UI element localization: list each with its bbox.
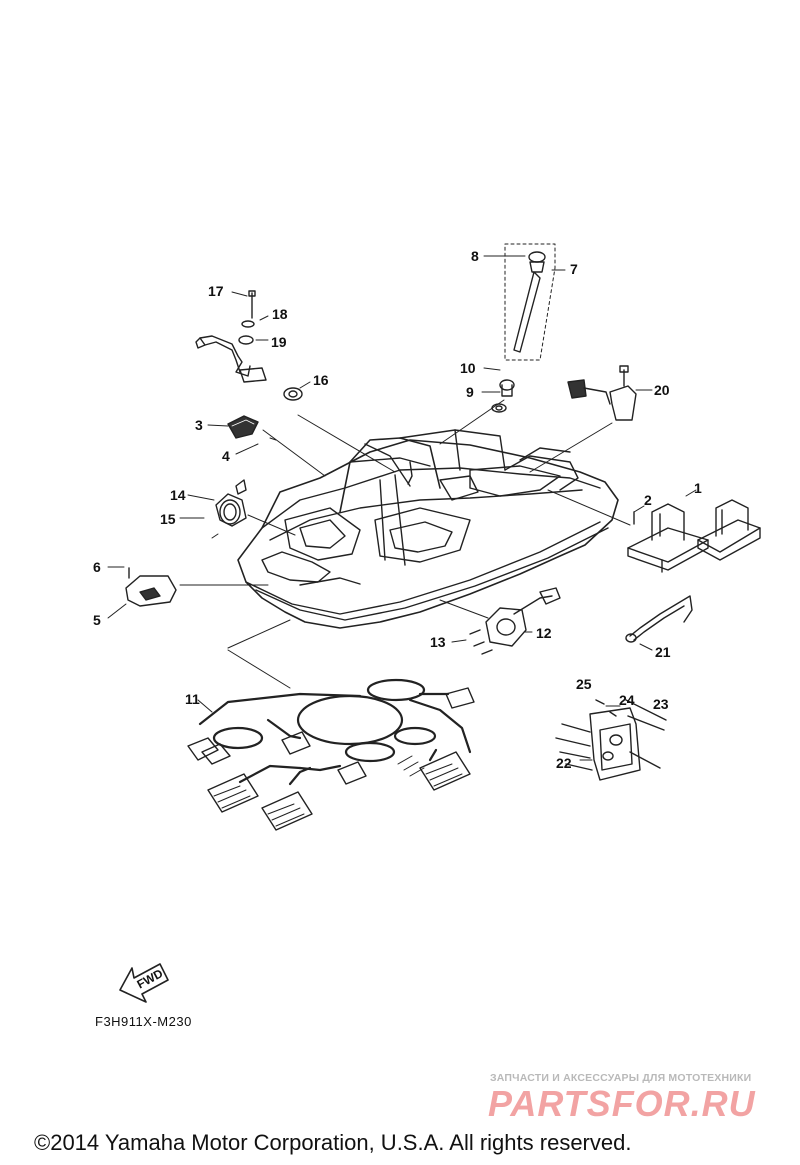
sensor-switch-part <box>567 365 653 421</box>
callout-10: 10 <box>460 360 476 376</box>
cable-part <box>625 595 693 651</box>
wiring-harness-part <box>187 678 475 831</box>
bow-light-part <box>107 566 177 619</box>
callout-23: 23 <box>653 696 669 712</box>
watermark-logo: PARTSFOR.RU <box>488 1083 756 1124</box>
callout-11: 11 <box>185 691 200 707</box>
callout-24: 24 <box>619 692 635 708</box>
callout-19: 19 <box>271 334 287 350</box>
plate-assembly-part <box>451 587 561 655</box>
callout-21: 21 <box>655 644 671 660</box>
callout-7: 7 <box>570 261 578 277</box>
callout-5: 5 <box>93 612 101 628</box>
horn-part <box>179 479 247 539</box>
vent-cover-part <box>207 415 277 455</box>
fwd-label: FWD <box>135 966 166 991</box>
callout-18: 18 <box>272 306 288 322</box>
callout-22: 22 <box>556 755 572 771</box>
callout-9: 9 <box>466 384 474 400</box>
rail-bracket-parts <box>195 290 311 401</box>
mount-bracket-part <box>555 699 667 781</box>
callout-20: 20 <box>654 382 670 398</box>
figure-code: F3H911X-M230 <box>95 1014 192 1029</box>
callout-12: 12 <box>536 625 552 641</box>
boat-hull-drawing <box>237 429 619 629</box>
copyright-notice: ©2014 Yamaha Motor Corporation, U.S.A. A… <box>34 1130 632 1155</box>
callout-4: 4 <box>222 448 230 464</box>
watermark-tagline: ЗАПЧАСТИ И АКСЕССУАРЫ ДЛЯ МОТОТЕХНИКИ <box>490 1072 752 1084</box>
mast-assembly <box>481 243 566 413</box>
leader-lines <box>179 399 631 689</box>
callout-17: 17 <box>208 283 224 299</box>
callout-6: 6 <box>93 559 101 575</box>
callout-15: 15 <box>160 511 176 527</box>
callout-14: 14 <box>170 487 186 503</box>
callout-3: 3 <box>195 417 203 433</box>
callout-16: 16 <box>313 372 329 388</box>
forward-arrow-icon: FWD <box>119 963 169 1003</box>
callout-8: 8 <box>471 248 479 264</box>
callout-2: 2 <box>644 492 652 508</box>
callout-1: 1 <box>694 480 702 496</box>
callout-25: 25 <box>576 676 592 692</box>
callout-13: 13 <box>430 634 446 650</box>
battery-tray-parts <box>627 489 761 573</box>
